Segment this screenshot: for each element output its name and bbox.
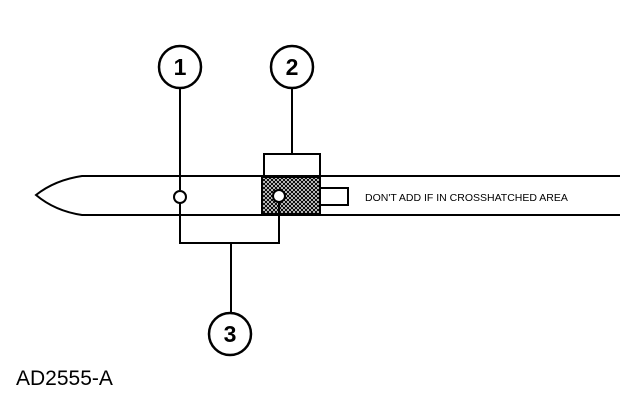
callout-1-label: 1: [174, 54, 187, 80]
callout-1: 1: [157, 44, 203, 90]
marker-hole-full: [272, 189, 286, 203]
annotation-pointer-box: [319, 187, 349, 206]
bracket-callout-3: [179, 202, 280, 313]
callout-2-label: 2: [286, 54, 299, 80]
callout-3-label: 3: [224, 321, 237, 347]
callout-3-circle: [207, 311, 253, 357]
bracket-callout-2: [263, 88, 321, 176]
marker-hole-add: [173, 190, 187, 204]
crosshatched-area: [261, 176, 321, 215]
annotation-text: DON'T ADD IF IN CROSSHATCHED AREA: [365, 192, 568, 204]
callout-1-circle: [157, 44, 203, 90]
figure-id: AD2555-A: [16, 367, 113, 390]
callout-2-circle: [269, 44, 315, 90]
callout-2: 2: [269, 44, 315, 90]
dipstick-blade: [34, 175, 620, 216]
callout-3: 3: [207, 311, 253, 357]
